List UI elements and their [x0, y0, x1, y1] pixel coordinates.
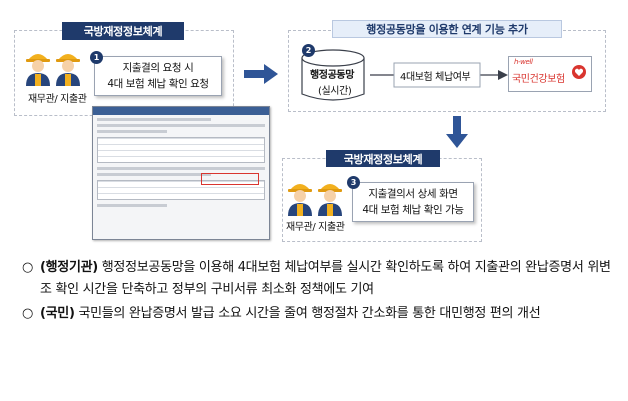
flow-arrow-icon: [370, 60, 508, 90]
bullet-text: 행정정보공동망을 이용해 4대보험 체납여부를 실시간 확인하도록 하여 지출관…: [40, 260, 611, 297]
nhis-brand: h-well: [514, 58, 533, 66]
step1-number: 1: [90, 51, 103, 64]
screenshot-titlebar: [93, 107, 269, 115]
system-screenshot-thumbnail: [92, 106, 270, 240]
arrow-right-icon: [244, 64, 278, 84]
bullet-mark: ○: [22, 306, 34, 321]
bullet-tag: (국민): [40, 306, 75, 321]
bullet-list: ○ (행정기관) 행정정보공동망을 이용해 4대보험 체납여부를 실시간 확인하…: [22, 257, 618, 327]
actor-bottom-caption: 재무관/ 지출관: [286, 222, 345, 233]
bullet-mark: ○: [22, 260, 34, 275]
right-region-header: 행정공동망을 이용한 연계 기능 추가: [332, 20, 562, 38]
step2-number: 2: [302, 44, 315, 57]
step3-number: 3: [347, 176, 360, 189]
step1-line1: 지출결의 요청 시: [122, 62, 194, 74]
step3-line2: 4대 보험 체납 확인 가능: [362, 204, 464, 216]
step2-flow-label: 4대보험 체납여부: [400, 72, 471, 83]
bullet-tag: (행정기관): [40, 260, 98, 275]
worker-icon: [284, 176, 354, 216]
step1-callout: 지출결의 요청 시 4대 보험 체납 확인 요청: [94, 56, 222, 96]
worker-icon: [22, 46, 92, 86]
bullet-item-admin: ○ (행정기관) 행정정보공동망을 이용해 4대보험 체납여부를 실시간 확인하…: [22, 257, 618, 301]
arrow-down-icon: [446, 116, 468, 148]
lower-region-header: 국방재정정보체계: [326, 150, 440, 167]
step2-line2: (실시간): [318, 86, 352, 97]
bullet-text: 국민들의 완납증명서 발급 소요 시간을 줄여 행정절차 간소화를 통한 대민행…: [74, 306, 541, 321]
nhis-logo-icon: [571, 64, 587, 80]
database-icon: [300, 48, 366, 104]
bullet-item-citizen: ○ (국민) 국민들의 완납증명서 발급 소요 시간을 줄여 행정절차 간소화를…: [22, 303, 618, 325]
actor-top-caption: 재무관/ 지출관: [28, 94, 87, 105]
left-region-header: 국방재정정보체계: [62, 22, 184, 40]
screenshot-highlight: [201, 173, 259, 185]
nhis-name: 국민건강보험: [512, 74, 565, 85]
step3-line1: 지출결의서 상세 화면: [368, 188, 458, 200]
step1-line2: 4대 보험 체납 확인 요청: [107, 78, 209, 90]
step3-callout: 지출결의서 상세 화면 4대 보험 체납 확인 가능: [352, 182, 474, 222]
step2-line1: 행정공동망: [310, 70, 355, 81]
